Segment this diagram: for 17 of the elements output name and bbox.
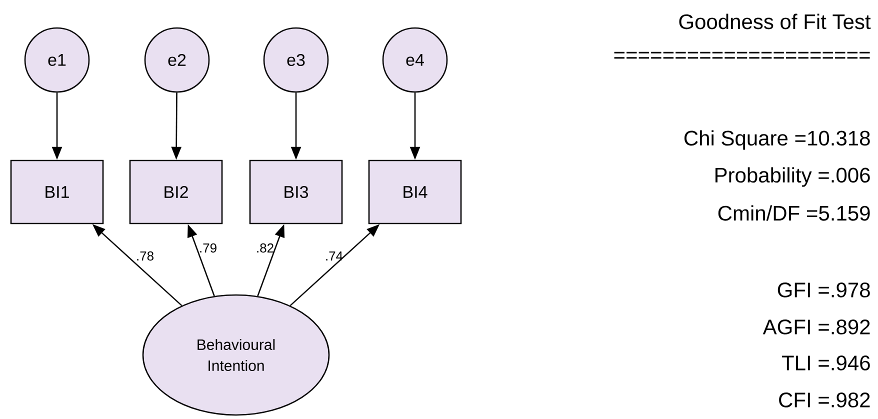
fit-statistic: Probability =.006 — [716, 167, 870, 187]
fit-statistic: Cmin/DF =5.159 — [718, 205, 870, 221]
fit-statistic: AGFI =.892 — [762, 320, 870, 334]
fit-statistic: GFI =.978 — [778, 282, 870, 298]
edge-label: .74 — [326, 252, 343, 260]
fit-statistic: CFI =.982 — [779, 392, 870, 408]
fit-statistic: Chi Square =10.318 — [684, 130, 870, 150]
title: Goodness of Fit Test — [679, 14, 871, 30]
indicator-box: BI2 — [129, 160, 223, 224]
divider-text: ===================== — [614, 52, 870, 59]
edge-label: .78 — [137, 251, 154, 261]
indicator-box: BI4 — [368, 160, 462, 224]
edge-label: .82 — [257, 243, 274, 253]
indicator-box: BI3 — [249, 160, 343, 224]
fit-statistic: TLI =.946 — [782, 356, 870, 370]
indicator-box: BI1 — [10, 160, 104, 224]
edge-label: .79 — [200, 243, 216, 253]
